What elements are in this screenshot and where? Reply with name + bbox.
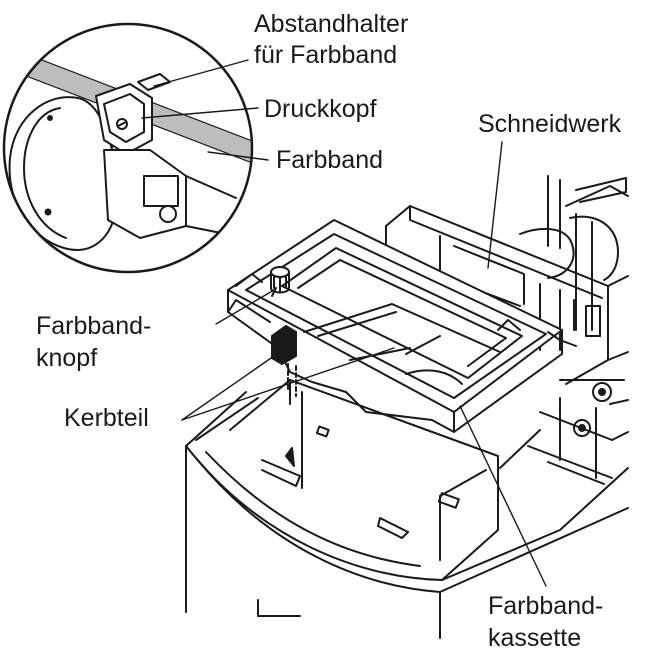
cutter-label: Schneidwerk <box>478 110 622 138</box>
cassette-label-line2: kassette <box>488 624 582 652</box>
ribbon-spacer-label-line1: Abstandhalter <box>254 10 409 38</box>
notch-part <box>271 325 297 365</box>
ribbon-cassette <box>227 219 563 433</box>
ribbon-knob-label-line1: Farbband- <box>36 312 152 340</box>
magnified-detail <box>2 22 254 274</box>
cassette-label-line1: Farbband- <box>488 592 604 620</box>
ribbon-spacer <box>137 73 171 91</box>
ribbon-spacer-label-line2: für Farbband <box>254 41 398 69</box>
ink-ribbon-label: Farbband <box>276 146 384 174</box>
cutter-unit <box>385 175 629 485</box>
ribbon-knob-label-line2: knopf <box>36 344 98 372</box>
leader-lines <box>141 59 547 587</box>
notch-label: Kerbteil <box>64 404 149 432</box>
print-head-label: Druckkopf <box>264 95 377 123</box>
printer-base <box>185 379 629 639</box>
